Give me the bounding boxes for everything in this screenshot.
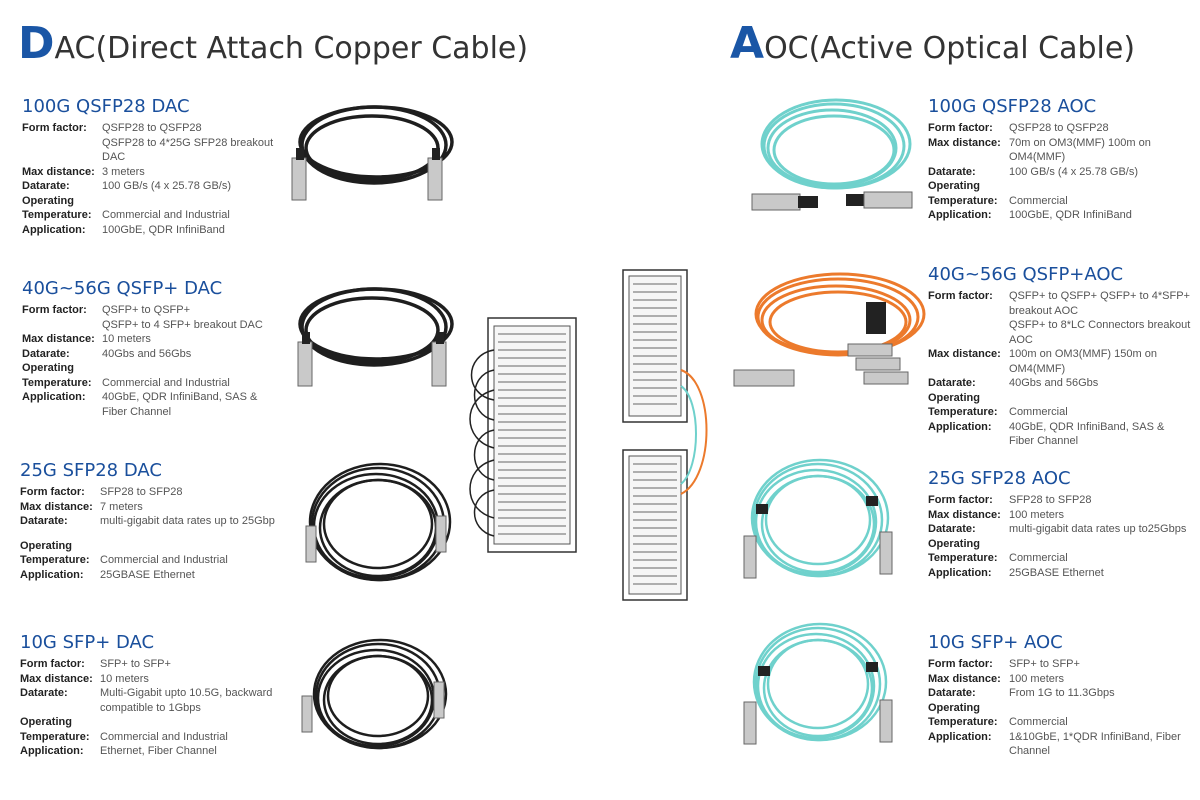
section-heading: 40G~56G QSFP+AOC — [928, 264, 1124, 285]
spec-row: Application:40GbE, QDR InfiniBand, SAS &… — [22, 391, 258, 418]
aoc-cable-icon — [733, 272, 926, 387]
dac-spec-section: 40G~56G QSFP+ DAC Form factor:QSFP+ to Q… — [22, 278, 292, 419]
spec-row: QSFP+ to 4 SFP+ breakout DAC — [102, 318, 263, 331]
spec-row: Form factor:QSFP+ to QSFP+ — [22, 304, 191, 316]
spec-row: Max distance:3 meters — [22, 165, 145, 178]
dac-spec-section: 100G QSFP28 DAC Form factor:QSFP28 to QS… — [22, 96, 292, 237]
spec-row: Operating — [928, 180, 980, 192]
spec-row: QSFP+ to 8*LC Connectors breakout AOC — [1009, 319, 1191, 346]
dac-title: DAC(Direct Attach Copper Cable) — [18, 18, 529, 69]
section-heading: 100G QSFP28 DAC — [22, 96, 190, 117]
spec-row: QSFP28 to 4*25G SFP28 breakout DAC — [102, 136, 274, 164]
spec-row: Temperature:Commercial and Industrial — [22, 209, 230, 221]
spec-row: Form factor:SFP28 to SFP28 — [928, 494, 1092, 506]
dac-cable-icon — [297, 287, 454, 387]
section-heading: 100G QSFP28 AOC — [928, 96, 1097, 117]
spec-row: Form factor:QSFP28 to QSFP28 — [928, 122, 1109, 134]
dac-spec-section: 25G SFP28 DAC Form factor:SFP28 to SFP28… — [20, 460, 295, 582]
spec-row: Max distance:70m on OM3(MMF) 100m on OM4… — [928, 136, 1151, 164]
section-heading: 10G SFP+ DAC — [20, 632, 155, 653]
spec-row: Datarate:100 GB/s (4 x 25.78 GB/s) — [928, 165, 1139, 178]
spec-row: Max distance:7 meters — [20, 500, 143, 513]
spec-row: Max distance:100m on OM3(MMF) 150m on OM… — [928, 348, 1157, 375]
aoc-cable-icon — [743, 458, 893, 579]
spec-row: Operating — [20, 716, 72, 728]
dac-cable-icon — [291, 105, 454, 201]
spec-row: Form factor:SFP28 to SFP28 — [20, 486, 183, 498]
spec-row: Max distance:100 meters — [928, 508, 1065, 521]
spec-row: Form factor:SFP+ to SFP+ — [928, 658, 1080, 670]
spec-row: Operating — [20, 539, 72, 552]
spec-row: Application:25GBASE Ethernet — [928, 566, 1104, 579]
spec-row: Operating — [22, 362, 74, 374]
spec-row: Datarate:multi-gigabit data rates up to … — [20, 515, 275, 527]
dac-cable-icon — [305, 462, 452, 582]
spec-row: Operating — [928, 391, 980, 404]
spec-row: Application:100GbE, QDR InfiniBand — [22, 223, 225, 236]
spec-row: Temperature:Commercial and Industrial — [20, 730, 228, 743]
spec-row: Form factor:SFP+ to SFP+ — [20, 658, 171, 670]
spec-row: Datarate:40Gbs and 56Gbs — [928, 377, 1099, 389]
spec-row: Datarate:100 GB/s (4 x 25.78 GB/s) — [22, 180, 232, 192]
dac-spec-section: 10G SFP+ DAC Form factor:SFP+ to SFP+ Ma… — [20, 632, 295, 759]
spec-row: Application:Ethernet, Fiber Channel — [20, 745, 217, 757]
aoc-cable-icon — [751, 98, 913, 211]
spec-row: Application:100GbE, QDR InfiniBand — [928, 209, 1132, 221]
spec-row: Temperature:Commercial — [928, 716, 1068, 728]
spec-row: Temperature:Commercial — [928, 406, 1068, 418]
spec-row: Operating — [928, 537, 980, 550]
spec-row: Temperature:Commercial — [928, 552, 1068, 564]
aoc-spec-section: 100G QSFP28 AOC Form factor:QSFP28 to QS… — [928, 96, 1193, 223]
spec-row: Datarate:40Gbs and 56Gbs — [22, 347, 192, 360]
spec-row: Datarate:Multi-Gigabit upto 10.5G, backw… — [20, 687, 273, 714]
dac-cable-icon — [301, 638, 448, 750]
section-heading: 25G SFP28 AOC — [928, 468, 1071, 489]
spec-row: Max distance:10 meters — [20, 672, 149, 685]
spec-row: Temperature:Commercial — [928, 194, 1068, 207]
spec-row: Temperature:Commercial and Industrial — [22, 376, 230, 389]
aoc-spec-section: 10G SFP+ AOC Form factor:SFP+ to SFP+ Ma… — [928, 632, 1193, 759]
aoc-cable-icon — [743, 622, 893, 745]
aoc-title: AOC(Active Optical Cable) — [730, 18, 1136, 69]
section-heading: 10G SFP+ AOC — [928, 632, 1063, 653]
spec-row: Operating — [22, 194, 74, 207]
spec-row: Max distance:10 meters — [22, 333, 151, 345]
spec-row: Operating — [928, 701, 980, 714]
spec-row: Application:40GbE, QDR InfiniBand, SAS &… — [928, 420, 1165, 448]
section-heading: 40G~56G QSFP+ DAC — [22, 278, 223, 299]
spec-row: Datarate:From 1G to 11.3Gbps — [928, 687, 1115, 699]
server-rack-icon — [469, 317, 577, 553]
spec-row: Max distance:100 meters — [928, 672, 1065, 685]
spec-row: Temperature:Commercial and Industrial — [20, 554, 228, 566]
section-heading: 25G SFP28 DAC — [20, 460, 162, 481]
spec-row: Datarate:multi-gigabit data rates up to2… — [928, 523, 1187, 535]
aoc-spec-section: 25G SFP28 AOC Form factor:SFP28 to SFP28… — [928, 468, 1193, 580]
spec-row: Form factor:QSFP+ to QSFP+ QSFP+ to 4*SF… — [928, 290, 1190, 317]
spec-row: Application:1&10GbE, 1*QDR InfiniBand, F… — [928, 730, 1181, 758]
spec-row: Form factor:QSFP28 to QSFP28 — [22, 122, 202, 134]
spec-row: Application:25GBASE Ethernet — [20, 568, 195, 581]
server-rack-icon — [622, 269, 708, 601]
aoc-spec-section: 40G~56G QSFP+AOC Form factor:QSFP+ to QS… — [928, 264, 1193, 449]
